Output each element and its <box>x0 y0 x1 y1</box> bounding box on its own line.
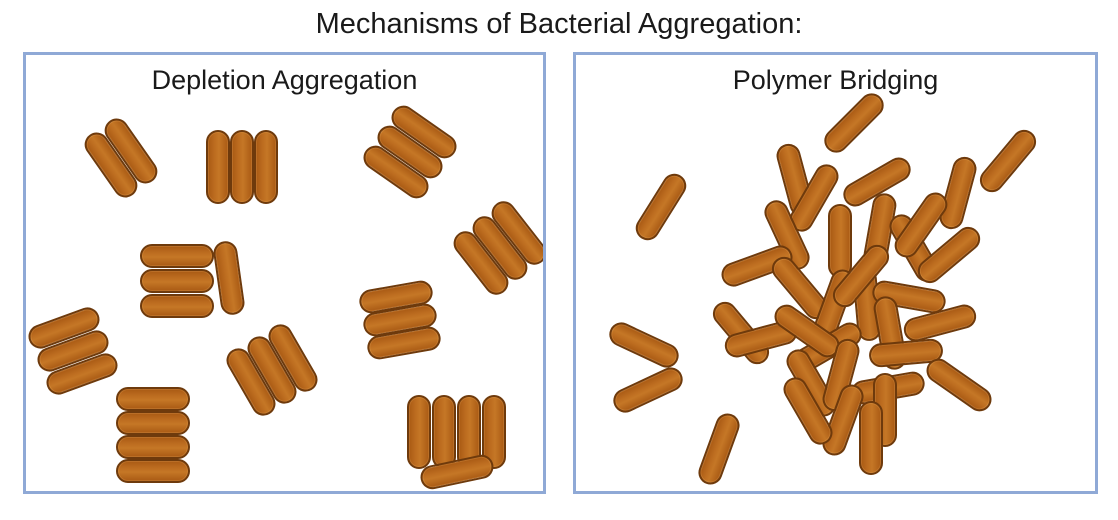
bacterium-rod <box>206 130 230 204</box>
depletion-aggregation-illustration <box>26 55 543 491</box>
bacterium-rod <box>406 395 431 469</box>
bacterium-rod <box>140 269 214 293</box>
bacterium-rod <box>819 88 889 158</box>
bacterium-rod <box>605 318 683 372</box>
bacterium-rod <box>116 387 190 411</box>
polymer-bridging-panel: Polymer Bridging <box>573 52 1098 494</box>
bacterium-rod <box>116 459 190 483</box>
bacterium-rod <box>936 154 980 232</box>
bacterium-rod <box>921 353 997 417</box>
bacterium-rod <box>140 244 214 268</box>
polymer-bridging-illustration <box>576 55 1095 491</box>
figure-title: Mechanisms of Bacterial Aggregation: <box>315 8 803 40</box>
polymer-bridging-title: Polymer Bridging <box>732 65 939 95</box>
bacterium-rod <box>828 204 852 278</box>
bacterium-rod <box>211 239 247 317</box>
bacterium-rod <box>254 130 278 204</box>
depletion-aggregation-title: Depletion Aggregation <box>151 65 418 95</box>
bacterium-rod <box>431 395 456 469</box>
bacterium-rod <box>695 410 743 488</box>
bacterium-rod <box>116 411 190 435</box>
bacterium-rod <box>609 363 687 417</box>
bacterium-rod <box>140 294 214 318</box>
bacterium-rod <box>859 401 883 475</box>
bacterium-rod <box>230 130 254 204</box>
depletion-aggregation-panel: Depletion Aggregation <box>23 52 546 494</box>
bacterium-rod <box>975 124 1041 198</box>
bacterium-rod <box>631 169 691 245</box>
bacterium-rod <box>116 435 190 459</box>
